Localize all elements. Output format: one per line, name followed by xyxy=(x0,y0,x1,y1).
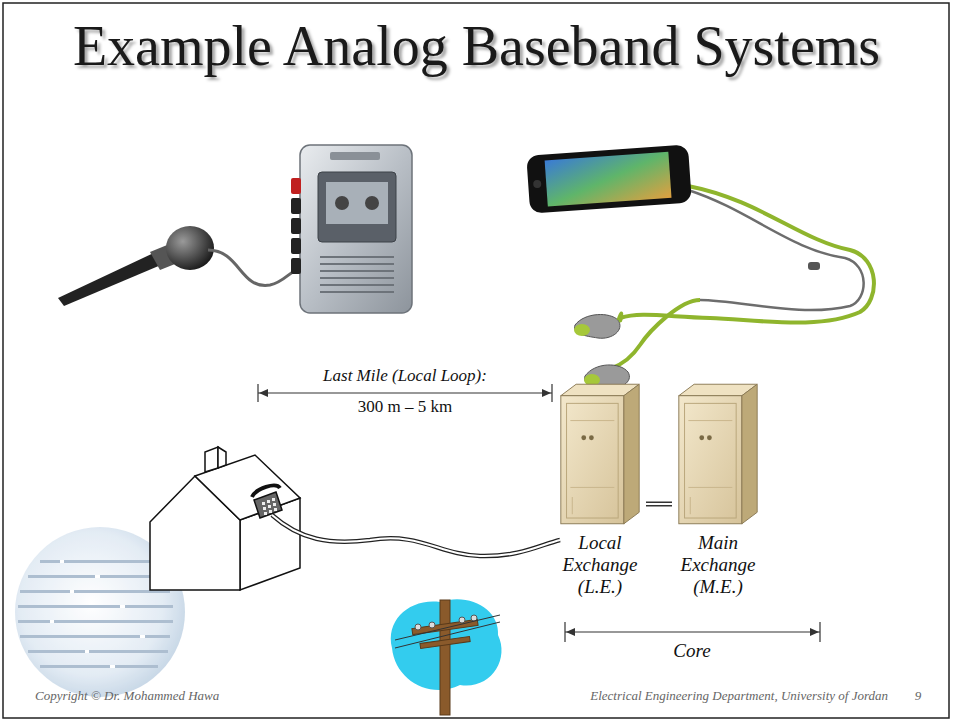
core-bracket xyxy=(565,622,820,642)
exchange-label: Local Exchange (L.E.) xyxy=(554,532,646,598)
local-loop-wire xyxy=(272,515,560,556)
cable-core xyxy=(646,503,672,505)
exchange-label: Main Exchange (M.E.) xyxy=(672,532,764,598)
connector-cable xyxy=(646,504,672,505)
slide-frame xyxy=(3,3,949,718)
cable-outline xyxy=(646,502,672,507)
slide-title: Example Analog Baseband Systems xyxy=(0,14,953,78)
copyright-note: Copyright © Dr. Mohammed Hawa xyxy=(35,688,335,704)
exchange-server: Local Exchange (L.E.) xyxy=(554,382,646,598)
dimension-label: Last Mile (Local Loop): xyxy=(255,366,555,386)
microphone xyxy=(58,226,302,306)
department-note: Electrical Engineering Department, Unive… xyxy=(480,688,888,704)
server-icon xyxy=(675,382,761,526)
slide-number: 9 xyxy=(906,688,930,704)
exchange-server: Main Exchange (M.E.) xyxy=(672,382,764,598)
cassette-recorder xyxy=(291,145,412,313)
server-icon xyxy=(557,382,643,526)
telephone-pole xyxy=(391,599,502,715)
core-label: Core xyxy=(642,640,742,662)
dimension-value: 300 m – 5 km xyxy=(255,397,555,417)
smartphone-earphones xyxy=(526,144,874,388)
